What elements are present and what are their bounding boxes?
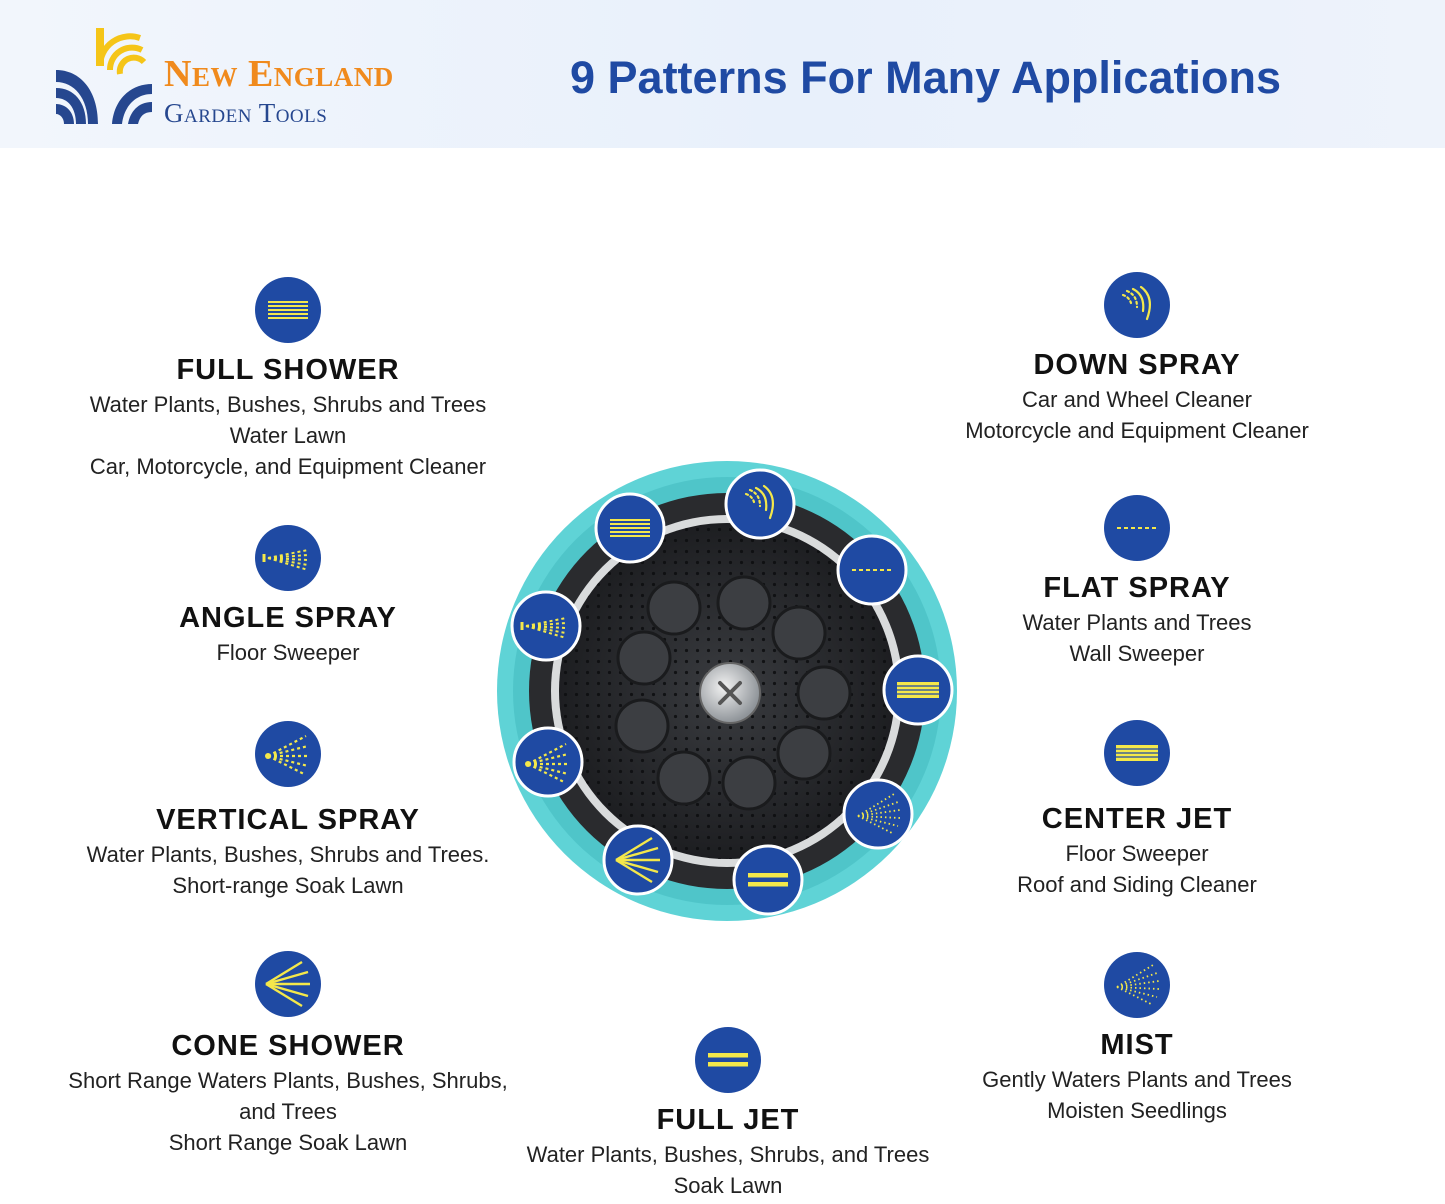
mist-icon bbox=[1103, 951, 1171, 1019]
description-line: Floor Sweeper bbox=[216, 640, 360, 665]
description-line: Short-range Soak Lawn bbox=[172, 873, 404, 898]
description-line: Short Range Waters Plants, Bushes, Shrub… bbox=[68, 1068, 508, 1093]
pattern-full-jet: FULL JET Water Plants, Bushes, Shrubs, a… bbox=[508, 1026, 948, 1201]
pattern-title: MIST bbox=[1100, 1029, 1174, 1061]
pattern-description: Floor Sweeper Roof and Siding Cleaner bbox=[917, 838, 1357, 900]
down-spray-icon bbox=[1103, 271, 1171, 339]
pattern-vertical-spray: VERTICAL SPRAY Water Plants, Bushes, Shr… bbox=[68, 720, 508, 901]
brand-name-line1: New England bbox=[164, 53, 394, 95]
angle-spray-icon bbox=[254, 524, 322, 592]
pattern-title: ANGLE SPRAY bbox=[179, 602, 397, 634]
flat-spray-icon bbox=[1103, 494, 1171, 562]
description-line: Water Plants, Bushes, Shrubs and Trees bbox=[89, 392, 487, 417]
cone-shower-icon bbox=[254, 950, 322, 1018]
description-line: Water Lawn bbox=[229, 423, 347, 448]
page-headline: 9 Patterns For Many Applications bbox=[570, 52, 1281, 103]
description-line: Water Plants, Bushes, Shrubs, and Trees bbox=[526, 1142, 930, 1167]
header-banner: New England Garden Tools 9 Patterns For … bbox=[0, 0, 1445, 148]
pattern-description: Water Plants, Bushes, Shrubs and Trees. … bbox=[68, 839, 508, 901]
pattern-description: Water Plants, Bushes, Shrubs, and Trees … bbox=[508, 1139, 948, 1201]
pattern-title: FLAT SPRAY bbox=[1043, 572, 1231, 604]
description-line: Floor Sweeper bbox=[1065, 841, 1209, 866]
pattern-description: Water Plants, Bushes, Shrubs and Trees W… bbox=[68, 389, 508, 482]
pattern-title: FULL SHOWER bbox=[176, 354, 400, 386]
pattern-title: CONE SHOWER bbox=[171, 1030, 405, 1062]
pattern-description: Gently Waters Plants and Trees Moisten S… bbox=[917, 1064, 1357, 1126]
description-line: Short Range Soak Lawn bbox=[168, 1130, 408, 1155]
center-jet-icon bbox=[1103, 719, 1171, 787]
brand-logo: New England Garden Tools bbox=[52, 26, 482, 134]
full-jet-icon bbox=[694, 1026, 762, 1094]
pattern-angle-spray: ANGLE SPRAY Floor Sweeper bbox=[68, 524, 508, 668]
pattern-title: FULL JET bbox=[656, 1104, 800, 1136]
vertical-spray-icon bbox=[254, 720, 322, 788]
full-shower-icon bbox=[254, 276, 322, 344]
pattern-title: DOWN SPRAY bbox=[1033, 349, 1241, 381]
description-line: Motorcycle and Equipment Cleaner bbox=[965, 418, 1309, 443]
pattern-cone-shower: CONE SHOWER Short Range Waters Plants, B… bbox=[68, 950, 508, 1158]
description-line: Water Plants and Trees bbox=[1022, 610, 1252, 635]
description-line: Car and Wheel Cleaner bbox=[1022, 387, 1252, 412]
pattern-description: Car and Wheel Cleaner Motorcycle and Equ… bbox=[917, 384, 1357, 446]
description-line: Soak Lawn bbox=[673, 1173, 783, 1198]
pattern-mist: MIST Gently Waters Plants and Trees Mois… bbox=[917, 951, 1357, 1126]
description-line: Wall Sweeper bbox=[1069, 641, 1205, 666]
pattern-description: Water Plants and Trees Wall Sweeper bbox=[917, 607, 1357, 669]
description-line: Water Plants, Bushes, Shrubs and Trees. bbox=[86, 842, 490, 867]
sunrise-logo-icon bbox=[56, 28, 152, 124]
pattern-flat-spray: FLAT SPRAY Water Plants and Trees Wall S… bbox=[917, 494, 1357, 669]
nozzle-outlets bbox=[614, 575, 852, 811]
pattern-center-jet: CENTER JET Floor Sweeper Roof and Siding… bbox=[917, 719, 1357, 900]
description-line: and Trees bbox=[239, 1099, 337, 1124]
pattern-title: CENTER JET bbox=[1041, 803, 1233, 835]
nozzle-dial-image bbox=[497, 461, 957, 921]
pattern-title: VERTICAL SPRAY bbox=[156, 804, 420, 836]
description-line: Gently Waters Plants and Trees bbox=[982, 1067, 1292, 1092]
description-line: Roof and Siding Cleaner bbox=[1017, 872, 1257, 897]
pattern-description: Floor Sweeper bbox=[68, 637, 508, 668]
pattern-description: Short Range Waters Plants, Bushes, Shrub… bbox=[68, 1065, 508, 1158]
description-line: Moisten Seedlings bbox=[1047, 1098, 1227, 1123]
pattern-down-spray: DOWN SPRAY Car and Wheel Cleaner Motorcy… bbox=[917, 271, 1357, 446]
description-line: Car, Motorcycle, and Equipment Cleaner bbox=[89, 454, 487, 479]
brand-name-line2: Garden Tools bbox=[164, 98, 328, 128]
pattern-full-shower: FULL SHOWER Water Plants, Bushes, Shrubs… bbox=[68, 276, 508, 482]
